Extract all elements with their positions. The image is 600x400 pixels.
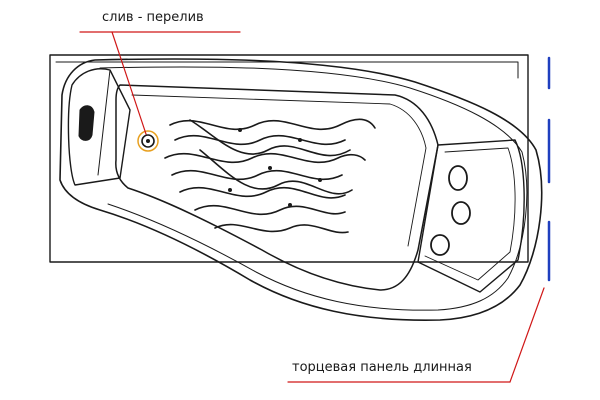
jet-1 <box>448 165 468 191</box>
tub-outer-rim <box>59 58 543 321</box>
end-panel-label: торцевая панель длинная <box>292 360 472 375</box>
drain-overflow-label: слив - перелив <box>102 10 204 25</box>
drain-leader-line <box>79 31 241 135</box>
jets-panel <box>417 139 525 293</box>
headrest-pillow <box>78 105 95 141</box>
floor-wave-pattern <box>164 118 376 234</box>
drain-overflow <box>137 130 159 152</box>
tub-frame <box>49 54 529 263</box>
headrest-edge <box>97 69 111 176</box>
jet-2 <box>451 201 471 225</box>
tub-rim-inner-line <box>99 66 528 311</box>
tub-basin-bevel <box>131 94 427 247</box>
jets-panel-inner <box>424 147 516 281</box>
headrest <box>67 68 131 186</box>
jet-3 <box>430 234 450 256</box>
tub-frame-inner <box>55 61 519 79</box>
end-panel-leader-line <box>287 287 545 383</box>
tub-basin <box>115 84 439 291</box>
